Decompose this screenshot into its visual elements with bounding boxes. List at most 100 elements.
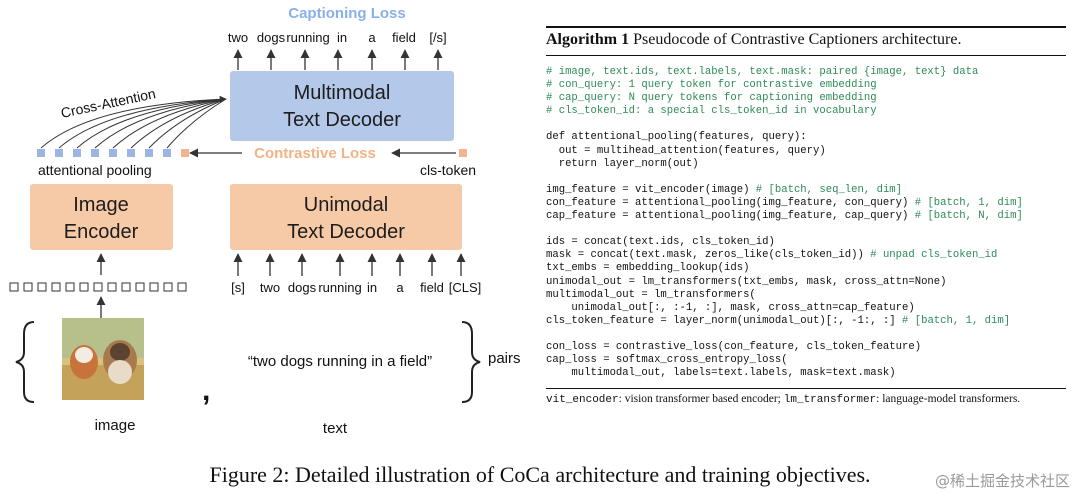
code-text: multimodal_out, labels=text.labels, mask…: [546, 367, 896, 380]
input-token: [s]: [231, 280, 245, 295]
unimodal-text-decoder-box: [230, 184, 462, 250]
input-token: running: [318, 280, 361, 295]
cross-attention-curves: [40, 95, 227, 149]
output-token: two: [228, 30, 248, 45]
output-token: a: [368, 30, 376, 45]
dog-photo: [62, 318, 144, 400]
code-line: cls_token_feature = layer_norm(unimodal_…: [546, 315, 1066, 328]
code-comment: # unpad cls_token_id: [870, 249, 998, 262]
text-sample: “two dogs running in a field”: [248, 353, 432, 370]
output-token: dogs: [257, 30, 286, 45]
code-line: [546, 171, 1066, 184]
code-line: unimodal_out[:, :-1, :], mask, cross_att…: [546, 302, 1066, 315]
code-text: cap_loss = softmax_cross_entropy_loss(: [546, 354, 788, 367]
attentional-pooling-tokens: [37, 149, 171, 157]
code-line: multimodal_out, labels=text.labels, mask…: [546, 367, 1066, 380]
code-line: ids = concat(text.ids, cls_token_id): [546, 236, 1066, 249]
algorithm-footnote: vit_encoder: vision transformer based en…: [546, 389, 1066, 406]
cls-token-label: cls-token: [420, 162, 476, 178]
algorithm-title: Algorithm 1 Pseudocode of Contrastive Ca…: [546, 28, 1066, 49]
code-text: con_feature = attentional_pooling(img_fe…: [546, 196, 915, 209]
image-encoder-label-line2: Encoder: [64, 221, 139, 243]
image-label: image: [95, 417, 136, 434]
code-line: # cap_query: N query tokens for captioni…: [546, 92, 1066, 105]
image-encoder-label-line1: Image: [73, 194, 129, 216]
multimodal-text-decoder-box: [230, 71, 454, 141]
code-text: txt_embs = embedding_lookup(ids): [546, 262, 750, 275]
algorithm-number: Algorithm 1: [546, 31, 630, 48]
code-line: [546, 328, 1066, 341]
left-brace: [15, 321, 35, 403]
output-token: running: [286, 30, 329, 45]
code-line: [546, 118, 1066, 131]
code-text: multimodal_out = lm_transformers(: [546, 288, 756, 301]
input-token-row: [s] two dogs running in a field [CLS]: [231, 280, 481, 295]
code-line: def attentional_pooling(features, query)…: [546, 131, 1066, 144]
text-label: text: [323, 420, 348, 437]
code-text: con_loss = contrastive_loss(con_feature,…: [546, 340, 922, 353]
code-line: cap_feature = attentional_pooling(img_fe…: [546, 210, 1066, 223]
pseudocode-block: # image, text.ids, text.labels, text.mas…: [546, 66, 1066, 380]
code-comment: # [batch, N, dim]: [914, 210, 1023, 223]
right-brace: [461, 321, 481, 403]
vit-encoder-term: vit_encoder: [546, 394, 619, 407]
code-comment: # [batch, 1, dim]: [902, 314, 1011, 327]
input-token: a: [396, 280, 404, 295]
code-comment: # con_query: 1 query token for contrasti…: [546, 79, 877, 92]
input-token: field: [420, 280, 444, 295]
code-line: out = multihead_attention(features, quer…: [546, 145, 1066, 158]
code-text: mask = concat(text.mask, zeros_like(cls_…: [546, 249, 871, 262]
image-encoder-box: [30, 184, 173, 250]
output-token: in: [337, 30, 347, 45]
output-token: [/s]: [429, 30, 446, 45]
code-text: ids = concat(text.ids, cls_token_id): [546, 236, 775, 249]
captioning-loss-label: Captioning Loss: [288, 5, 406, 22]
unimodal-decoder-label-line1: Unimodal: [304, 194, 388, 216]
algorithm-top-rule: [546, 26, 1066, 28]
code-line: unimodal_out = lm_transformers(txt_embs,…: [546, 276, 1066, 289]
figure-caption: Figure 2: Detailed illustration of CoCa …: [209, 462, 871, 487]
code-text: return layer_norm(out): [546, 157, 699, 170]
input-token: dogs: [288, 280, 317, 295]
code-line: [546, 223, 1066, 236]
output-arrows: [233, 49, 443, 70]
code-line: con_loss = contrastive_loss(con_feature,…: [546, 341, 1066, 354]
code-text: unimodal_out[:, :-1, :], mask, cross_att…: [546, 301, 915, 314]
code-text: out = multihead_attention(features, quer…: [546, 144, 826, 157]
algorithm-bottom-rule: [546, 388, 1066, 390]
code-line: # image, text.ids, text.labels, text.mas…: [546, 66, 1066, 79]
image-patch-row: [9, 282, 187, 292]
code-text: cls_token_feature = layer_norm(unimodal_…: [546, 314, 903, 327]
code-line: return layer_norm(out): [546, 158, 1066, 171]
code-line: txt_embs = embedding_lookup(ids): [546, 262, 1066, 275]
algorithm-title-text: Pseudocode of Contrastive Captioners arc…: [633, 31, 962, 48]
coca-architecture-diagram: Captioning Loss two dogs running in a fi…: [9, 5, 521, 437]
contrastive-loss-label: Contrastive Loss: [254, 145, 376, 162]
code-line: con_feature = attentional_pooling(img_fe…: [546, 197, 1066, 210]
code-line: img_feature = vit_encoder(image) # [batc…: [546, 184, 1066, 197]
cls-token-square: [459, 149, 467, 157]
output-token-row: two dogs running in a field [/s]: [228, 30, 447, 45]
algorithm-mid-rule: [546, 55, 1066, 56]
code-text: cap_feature = attentional_pooling(img_fe…: [546, 210, 915, 223]
code-line: mask = concat(text.mask, zeros_like(cls_…: [546, 249, 1066, 262]
code-line: # con_query: 1 query token for contrasti…: [546, 79, 1066, 92]
code-text: img_feature = vit_encoder(image): [546, 183, 756, 196]
code-comment: # cap_query: N query tokens for captioni…: [546, 92, 877, 105]
code-line: multimodal_out = lm_transformers(: [546, 289, 1066, 302]
code-line: cap_loss = softmax_cross_entropy_loss(: [546, 354, 1066, 367]
code-text: def attentional_pooling(features, query)…: [546, 131, 807, 144]
code-text: unimodal_out = lm_transformers(txt_embs,…: [546, 275, 947, 288]
multimodal-decoder-label-line1: Multimodal: [294, 82, 391, 104]
pairs-label: pairs: [488, 350, 521, 367]
lm-transformer-term: lm_transformer: [783, 394, 877, 407]
vit-encoder-desc: : vision transformer based encoder;: [618, 393, 784, 406]
contrastive-pool-token: [181, 149, 189, 157]
multimodal-decoder-label-line2: Text Decoder: [283, 109, 401, 131]
input-arrows: [233, 253, 466, 276]
input-token: in: [367, 280, 377, 295]
code-comment: # cls_token_id: a special cls_token_id i…: [546, 105, 877, 118]
code-line: # cls_token_id: a special cls_token_id i…: [546, 105, 1066, 118]
pair-comma: ,: [202, 374, 210, 407]
algorithm-panel: Algorithm 1 Pseudocode of Contrastive Ca…: [546, 16, 1066, 420]
